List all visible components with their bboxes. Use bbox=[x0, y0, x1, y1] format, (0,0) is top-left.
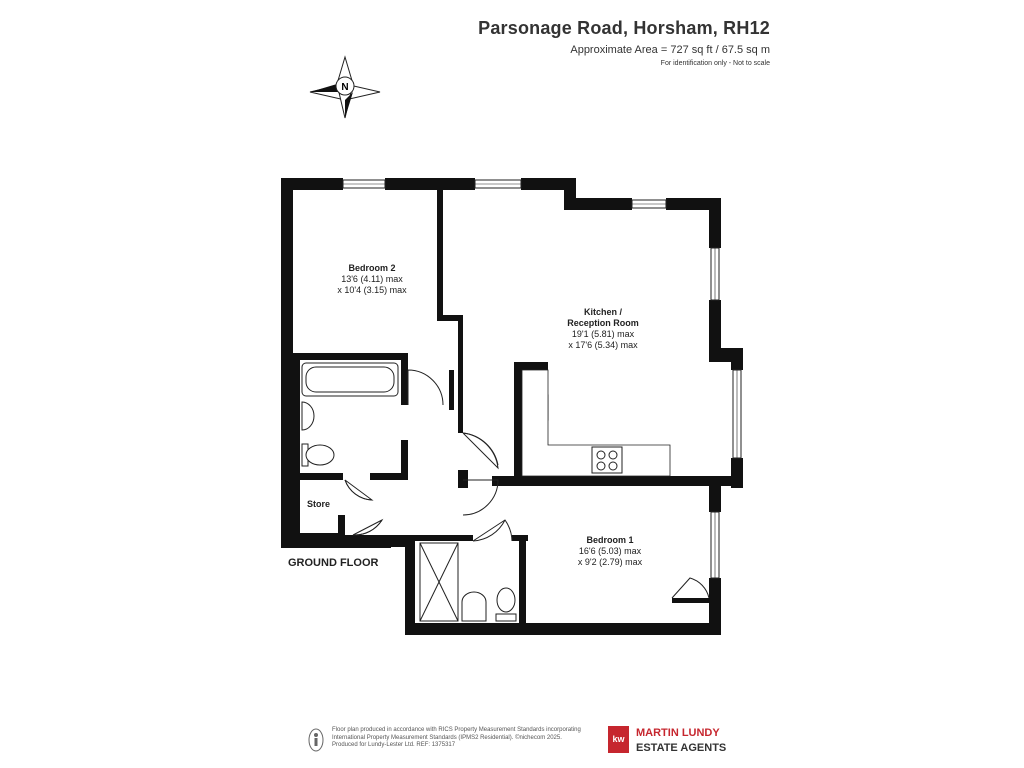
kitchen-counter bbox=[521, 369, 671, 477]
footer-note: Floor plan produced in accordance with R… bbox=[332, 727, 612, 750]
area-text: Approximate Area = 727 sq ft / 67.5 sq m bbox=[570, 44, 770, 56]
floor-label: GROUND FLOOR bbox=[288, 557, 379, 569]
door-swings bbox=[344, 369, 710, 599]
toilet-icon bbox=[301, 443, 335, 467]
ensuite-basin-icon bbox=[461, 591, 487, 622]
footer-note-line3: Produced for Lundy-Lester Ltd. REF: 1375… bbox=[332, 742, 456, 749]
plan-title: Parsonage Road, Horsham, RH12 bbox=[478, 18, 770, 38]
kitchen-dim2: x 17'6 (5.34) max bbox=[568, 340, 638, 350]
brand-name: MARTIN LUNDY bbox=[636, 727, 720, 739]
bedroom1-name: Bedroom 1 bbox=[586, 535, 634, 545]
bedroom1-dim1: 16'6 (5.03) max bbox=[578, 546, 642, 556]
scale-note: For identification only - Not to scale bbox=[660, 60, 770, 67]
ensuite-toilet-icon bbox=[495, 587, 517, 622]
kitchen-name2: Reception Room bbox=[567, 318, 639, 328]
ipms-logo-icon bbox=[308, 728, 324, 752]
kitchen-dim1: 19'1 (5.81) max bbox=[571, 329, 635, 339]
footer-note-line2: International Property Measurement Stand… bbox=[332, 734, 562, 741]
kitchen-name1: Kitchen / bbox=[583, 307, 622, 317]
bedroom1-dim2: x 9'2 (2.79) max bbox=[577, 557, 643, 567]
bath-icon bbox=[301, 362, 399, 397]
brand-subtitle: ESTATE AGENTS bbox=[636, 742, 727, 754]
basin-icon bbox=[301, 401, 315, 431]
kw-logo-icon: kw bbox=[608, 726, 629, 753]
compass-icon: N bbox=[309, 55, 381, 119]
store-label: Store bbox=[307, 499, 331, 509]
bedroom2-dim1: 13'6 (4.11) max bbox=[341, 274, 403, 284]
window-lines bbox=[343, 183, 738, 578]
compass-label: N bbox=[341, 82, 348, 93]
bedroom2-name: Bedroom 2 bbox=[348, 263, 396, 273]
footer-note-line1: Floor plan produced in accordance with R… bbox=[332, 727, 581, 733]
kitchen-label: Kitchen / Reception Room 19'1 (5.81) max… bbox=[548, 307, 658, 351]
hob-icon bbox=[591, 446, 623, 474]
walls bbox=[281, 178, 743, 635]
shower-icon bbox=[419, 542, 459, 622]
bedroom1-label: Bedroom 1 16'6 (5.03) max x 9'2 (2.79) m… bbox=[560, 535, 660, 568]
bedroom2-label: Bedroom 2 13'6 (4.11) max x 10'4 (3.15) … bbox=[322, 263, 422, 296]
bedroom2-dim2: x 10'4 (3.15) max bbox=[337, 285, 407, 295]
